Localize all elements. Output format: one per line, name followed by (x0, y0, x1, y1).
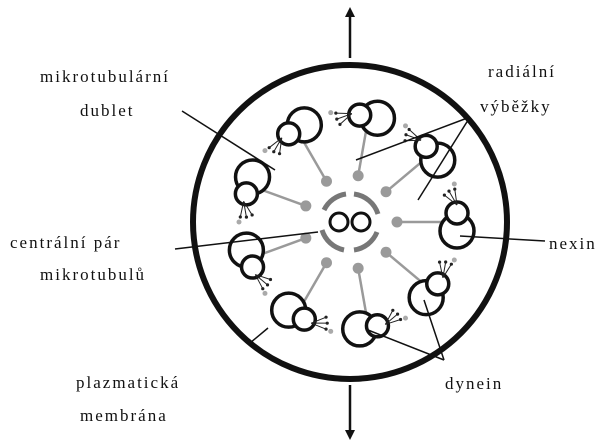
dynein-head (391, 309, 394, 312)
a-tubule (415, 135, 437, 157)
label-radial-line2: výběžky (480, 97, 552, 116)
a-tubule (446, 202, 468, 224)
nexin-link (328, 329, 333, 334)
dynein-arm (336, 113, 352, 114)
dynein-head (326, 322, 329, 325)
spoke-head (353, 170, 364, 181)
dynein-head (443, 194, 446, 197)
a-tubule (242, 256, 264, 278)
dynein-head (266, 283, 269, 286)
label-doublet-line2: dublet (80, 101, 135, 120)
dynein-head (269, 278, 272, 281)
dynein-head (438, 261, 441, 264)
label-doublet-line1: mikrotubulární (40, 67, 170, 86)
dynein-head (396, 313, 399, 316)
radial-spoke (358, 128, 366, 175)
label-central-line1: centrální pár (10, 233, 121, 252)
label-central-line2: mikrotubulů (40, 265, 146, 284)
radial-spoke (261, 238, 306, 254)
dynein-head (251, 213, 254, 216)
dynein-head (261, 287, 264, 290)
spoke-head (321, 176, 332, 187)
central-sheath (354, 194, 378, 214)
radial-spoke (303, 140, 327, 182)
dynein-head (334, 112, 337, 115)
central-microtubule (330, 213, 348, 231)
spoke-head (392, 217, 403, 228)
radial-spoke (386, 252, 423, 283)
dynein-head (268, 146, 271, 149)
dynein-head (338, 123, 341, 126)
spoke-head (300, 200, 311, 211)
dynein-head (278, 152, 281, 155)
spoke-head (381, 186, 392, 197)
nexin-link (328, 110, 333, 115)
central-microtubule (352, 213, 370, 231)
label-membrane-line1: plazmatická (76, 373, 180, 392)
nexin-link (452, 182, 457, 187)
dynein-head (408, 128, 411, 131)
nexin-link (403, 316, 408, 321)
dynein-head (404, 133, 407, 136)
central-sheath (324, 194, 346, 210)
central-sheath (322, 230, 344, 250)
nexin-link (262, 148, 267, 153)
label-membrane-line2: membrána (80, 406, 168, 425)
radial-spoke (303, 263, 327, 305)
radial-spoke (386, 161, 423, 192)
spoke-head (381, 247, 392, 258)
dynein-head (272, 150, 275, 153)
nexin-link (262, 291, 267, 296)
a-tubule (427, 273, 449, 295)
dynein-head (399, 318, 402, 321)
dynein-head (450, 263, 453, 266)
nexin-link (403, 123, 408, 128)
nexin-link (452, 257, 457, 262)
central-sheath (354, 232, 377, 250)
dynein-head (245, 216, 248, 219)
radial-spoke (358, 268, 366, 315)
label-nexin: nexin (549, 234, 597, 253)
radial-spoke (261, 190, 306, 206)
spoke-head (321, 257, 332, 268)
dynein-head (335, 118, 338, 121)
dynein-head (239, 215, 242, 218)
dynein-head (447, 190, 450, 193)
a-tubule (235, 183, 257, 205)
a-tubule (349, 104, 371, 126)
dynein-head (324, 328, 327, 331)
dynein-head (324, 316, 327, 319)
a-tubule (293, 308, 315, 330)
label-dynein: dynein (445, 374, 503, 393)
spoke-head (353, 263, 364, 274)
nexin-link (237, 220, 242, 225)
dynein-head (444, 260, 447, 263)
label-radial-line1: radiální (488, 62, 556, 81)
central-pair (322, 194, 378, 250)
dynein-head (453, 188, 456, 191)
